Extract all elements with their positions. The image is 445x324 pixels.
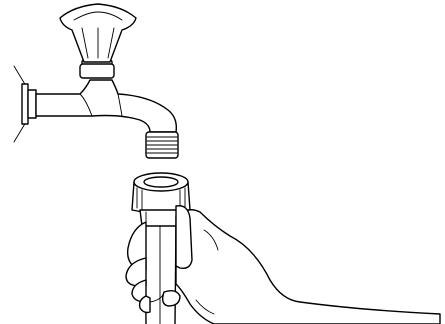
threaded-spout-icon [146,132,178,158]
faucet-handle-icon [60,4,136,78]
faucet-icon [36,80,176,132]
wall-flange [14,66,36,142]
